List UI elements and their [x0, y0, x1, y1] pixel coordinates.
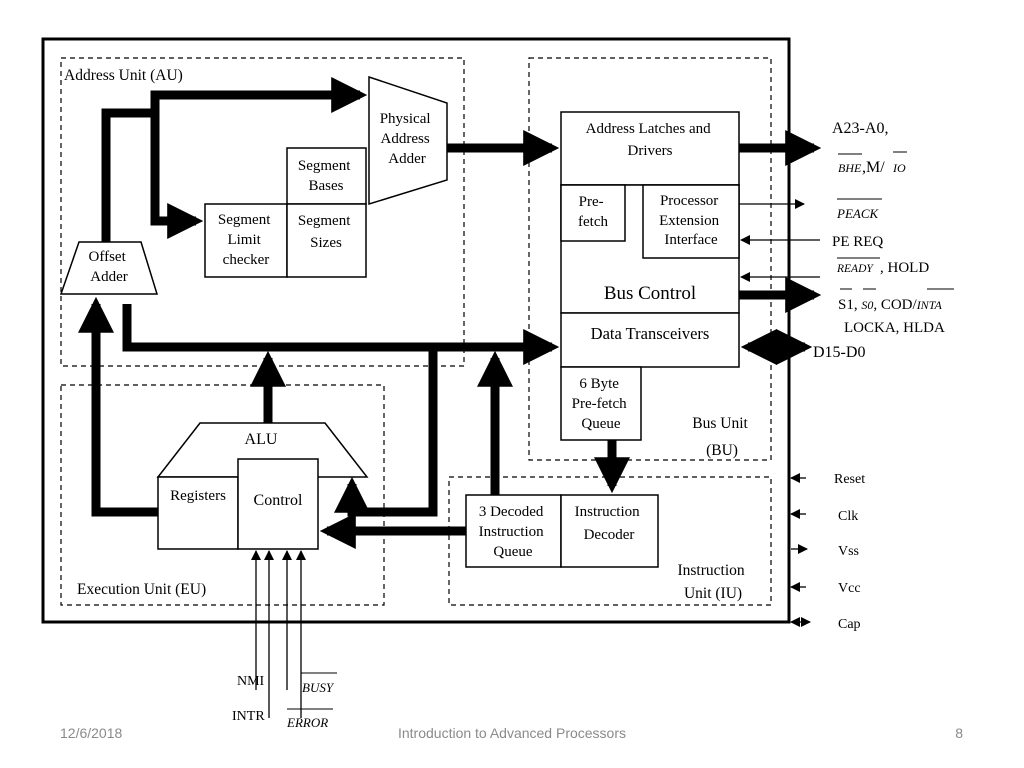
- footer-title: Introduction to Advanced Processors: [398, 725, 626, 741]
- address-latches-drivers: [560, 111, 740, 186]
- control-block: [237, 458, 319, 550]
- status-signals-label: S1, S0, COD/INTA: [838, 288, 954, 313]
- data-transceivers: [560, 312, 740, 368]
- address-latches-label: Address Latches and Drivers: [586, 121, 715, 159]
- footer-date: 12/6/2018: [60, 725, 122, 741]
- address-unit-label: Address Unit (AU): [64, 67, 183, 84]
- segment-bases-label: Segment Bases: [298, 158, 354, 194]
- svg-text:PEACK: PEACK: [836, 206, 879, 221]
- prefetch-block: [560, 184, 626, 242]
- physical-address-adder: [368, 75, 448, 206]
- lock-hlda-label: LOCKA, HLDA: [844, 320, 945, 336]
- registers: [157, 476, 239, 550]
- instruction-decoder: [560, 494, 659, 568]
- offset-adder: [59, 241, 159, 295]
- alu-label: ALU: [245, 431, 278, 448]
- processor-extension-interface: [642, 184, 740, 259]
- registers-label: Registers: [170, 488, 226, 504]
- segment-sizes-label: Segment Sizes: [298, 213, 354, 251]
- processor-extension-label: Processor Extension Interface: [659, 193, 723, 248]
- svg-text:,M/: ,M/: [862, 159, 885, 176]
- bus-control-label: Bus Control: [604, 283, 696, 304]
- nmi-label: NMI: [237, 674, 265, 689]
- segment-bases: [286, 147, 367, 205]
- footer-page-number: 8: [955, 725, 963, 741]
- physical-address-adder-label: Physical Address Adder: [380, 111, 435, 167]
- data-transceivers-label: Data Transceivers: [591, 324, 710, 343]
- peack-label: PEACK: [836, 198, 882, 221]
- svg-text:IO: IO: [892, 161, 906, 175]
- busy-label: BUSY: [301, 672, 337, 695]
- ready-hold-label: READY , HOLD: [836, 257, 929, 276]
- prefetch-queue: [560, 366, 642, 441]
- address-bus-label: A23-A0,: [832, 120, 888, 137]
- prefetch-queue-label: 6 Byte Pre-fetch Queue: [572, 376, 631, 432]
- svg-text:S1, S0, COD/INTA: S1, S0, COD/INTA: [838, 297, 942, 313]
- control-label: Control: [254, 492, 303, 509]
- bus-registers-to-offset: [78, 296, 158, 517]
- offset-adder-label: Offset Adder: [89, 249, 130, 285]
- vcc-label: Vcc: [838, 581, 861, 596]
- decoded-queue-label: 3 Decoded Instruction Queue: [479, 504, 548, 560]
- error-label: ERROR: [286, 708, 333, 730]
- bhe-mio-label: BHE ,M/ IO: [838, 151, 907, 176]
- segment-limit-checker-label: Segment Limit checker: [218, 212, 274, 268]
- decoded-instruction-queue: [465, 494, 562, 568]
- instruction-unit-label: Instruction Unit (IU): [677, 562, 748, 602]
- prefetch-label: Pre- fetch: [578, 194, 608, 230]
- svg-text:, HOLD: , HOLD: [880, 260, 929, 276]
- cap-label: Cap: [838, 617, 861, 632]
- execution-unit-label: Execution Unit (EU): [77, 581, 206, 598]
- svg-text:READY: READY: [836, 263, 874, 275]
- intr-label: INTR: [232, 709, 265, 724]
- svg-text:BHE: BHE: [838, 161, 862, 175]
- vss-label: Vss: [838, 544, 859, 559]
- pe-req-label: PE REQ: [832, 234, 883, 250]
- execution-unit-region: [60, 384, 385, 606]
- reset-label: Reset: [834, 472, 865, 487]
- svg-text:ERROR: ERROR: [286, 715, 328, 730]
- svg-text:BUSY: BUSY: [302, 680, 335, 695]
- bus-unit-region: [528, 57, 772, 461]
- segment-sizes: [286, 203, 367, 278]
- clk-label: Clk: [838, 509, 858, 524]
- instruction-decoder-label: Instruction Decoder: [575, 504, 644, 543]
- bus-main-internal: [122, 304, 560, 365]
- bus-unit-label: Bus Unit (BU): [692, 415, 751, 459]
- data-bus-label: D15-D0: [813, 344, 865, 361]
- bus-to-alu-input: [334, 347, 438, 517]
- bus-offset-to-limit-checker: [150, 113, 204, 239]
